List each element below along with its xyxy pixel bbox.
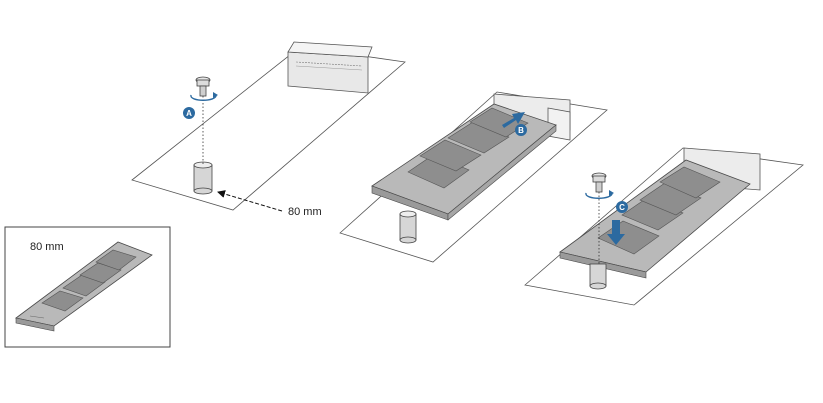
chip (407, 154, 470, 189)
step-badge-c: C (616, 201, 628, 213)
svg-text:C: C (619, 203, 625, 212)
press-down-arrow (607, 220, 625, 245)
inset-box: 80 mm (4, 226, 171, 348)
standoff (589, 263, 607, 290)
chip (95, 249, 137, 271)
svg-text:A: A (186, 109, 192, 118)
chip (469, 107, 529, 138)
chip (621, 197, 684, 231)
step-badge-a: A (183, 107, 195, 119)
panel-step-c: C (524, 147, 804, 306)
measure-label: 80 mm (288, 206, 322, 218)
screw (195, 76, 211, 97)
inset-label: 80 mm (30, 241, 64, 253)
m2-ssd-module (15, 241, 153, 332)
chip (419, 139, 482, 172)
step-badge-b: B (515, 124, 527, 136)
chip (659, 166, 721, 199)
chip (41, 290, 84, 312)
m2-connector (287, 41, 373, 94)
screw (591, 172, 607, 193)
m2-ssd-module (371, 103, 557, 221)
measure-arrow (217, 190, 283, 212)
chip (639, 182, 702, 216)
chip (79, 262, 122, 284)
svg-text:B: B (518, 126, 524, 135)
chip (447, 121, 510, 154)
panel-step-b: B (339, 91, 608, 263)
insert-arrow (502, 112, 525, 128)
standoff (399, 210, 417, 244)
standoff (193, 161, 213, 195)
panel-step-a: A 80 mm (131, 41, 406, 218)
